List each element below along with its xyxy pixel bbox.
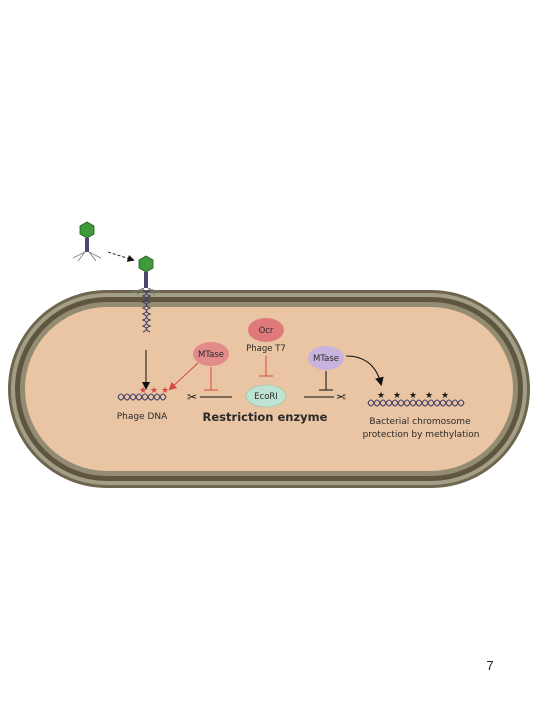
phage-tail [144,272,148,288]
svg-text:★: ★ [139,386,147,396]
svg-text:★: ★ [409,391,417,401]
ocr-node [248,318,284,342]
ocr-label: Ocr [259,326,274,336]
scissors-right-icon: ✂ [336,390,346,404]
phage-dna-methyl-marks: ★ ★ ★ [139,386,169,396]
phage-tail-fibers [130,287,162,296]
mtase-left-node [193,342,229,366]
phage-tail-fibers [72,251,102,262]
bacterial-chromosome-label-line1: Bacterial chromosome [369,417,471,427]
bacterial-chromosome-helix [367,399,465,407]
attached-phage [130,255,162,333]
phage-tail [85,238,89,252]
phage-dna-helix [117,393,167,401]
ocr-inhibition [259,356,273,377]
phage-approach-arrow [107,251,135,262]
mtase-left-label: MTase [198,350,224,360]
injected-dna-helix [141,289,152,333]
scissors-left-icon: ✂ [187,390,197,404]
slide-number: 7 [486,658,494,673]
phage-dna-label: Phage DNA [117,412,168,422]
mtase-left-inhibition [204,367,218,391]
svg-text:★: ★ [425,391,433,401]
phage-t7-label: Phage T7 [246,344,286,354]
svg-text:★: ★ [150,386,158,396]
svg-text:★: ★ [393,391,401,401]
ecori-label: EcoRI [254,392,278,402]
phage-head-icon [79,221,95,239]
bacterial-chromosome-label-line2: protection by methylation [363,430,480,440]
chromosome-methyl-marks: ★ ★ ★ ★ ★ [377,391,449,401]
ecori-node [245,384,287,408]
mtase-right-node [308,346,344,370]
mtase-to-phage-dna-arrow [168,362,199,391]
phage-head-icon [138,255,154,273]
svg-text:★: ★ [377,391,385,401]
mtase-right-label: MTase [313,354,339,364]
svg-text:★: ★ [161,386,169,396]
restriction-enzyme-label: Restriction enzyme [203,410,328,424]
svg-text:★: ★ [441,391,449,401]
mtase-to-chromosome-arrow [345,355,384,387]
mtase-right-inhibition [319,371,333,391]
free-phage [72,221,102,262]
